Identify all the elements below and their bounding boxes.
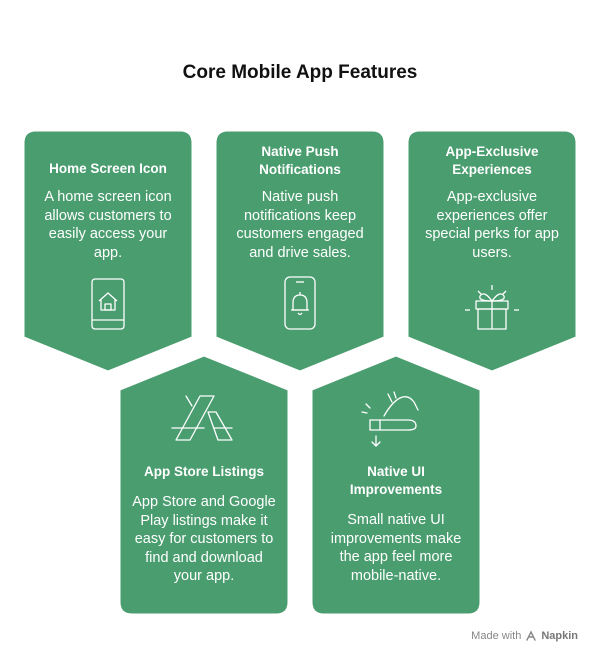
card-home-screen-icon: Home Screen Icon A home screen icon allo…	[30, 160, 186, 262]
made-with-label: Made with	[471, 630, 522, 642]
card-title: Home Screen Icon	[49, 161, 167, 176]
card-shape-exclusive-experiences	[407, 130, 577, 372]
card-native-ui-improvements: Native UI Improvements Small native UI i…	[318, 463, 474, 585]
card-shape-native-ui	[311, 355, 481, 615]
napkin-brand: Napkin	[541, 630, 578, 642]
napkin-logo-icon	[526, 630, 537, 641]
card-shape-home-screen	[23, 130, 193, 372]
card-shape-push-notifications	[215, 130, 385, 372]
card-description: App-exclusive experiences offer special …	[425, 189, 559, 261]
card-shape-app-store	[119, 355, 289, 615]
home-screen-phone-icon	[91, 278, 125, 330]
gift-icon	[465, 285, 519, 330]
tap-gesture-icon	[361, 391, 419, 447]
card-title: Native UI Improvements	[349, 464, 443, 497]
card-description: Small native UI improvements make the ap…	[330, 512, 462, 584]
card-native-push-notifications: Native Push Notifications Native push no…	[222, 143, 378, 262]
made-with-napkin-footer: Made with Napkin	[471, 630, 578, 642]
card-description: A home screen icon allows customers to e…	[44, 189, 172, 261]
card-app-store-listings: App Store Listings App Store and Google …	[126, 463, 282, 586]
card-app-exclusive-experiences: App-Exclusive Experiences App-exclusive …	[414, 143, 570, 262]
page-title: Core Mobile App Features	[182, 62, 418, 83]
card-title: App-Exclusive Experiences	[445, 144, 539, 177]
card-title: App Store Listings	[143, 464, 264, 479]
bell-phone-icon	[284, 276, 316, 330]
card-title: Native Push Notifications	[259, 144, 341, 177]
card-description: App Store and Google Play listings make …	[132, 494, 276, 584]
app-store-icon	[171, 395, 233, 441]
card-description: Native push notifications keep customers…	[236, 189, 364, 261]
